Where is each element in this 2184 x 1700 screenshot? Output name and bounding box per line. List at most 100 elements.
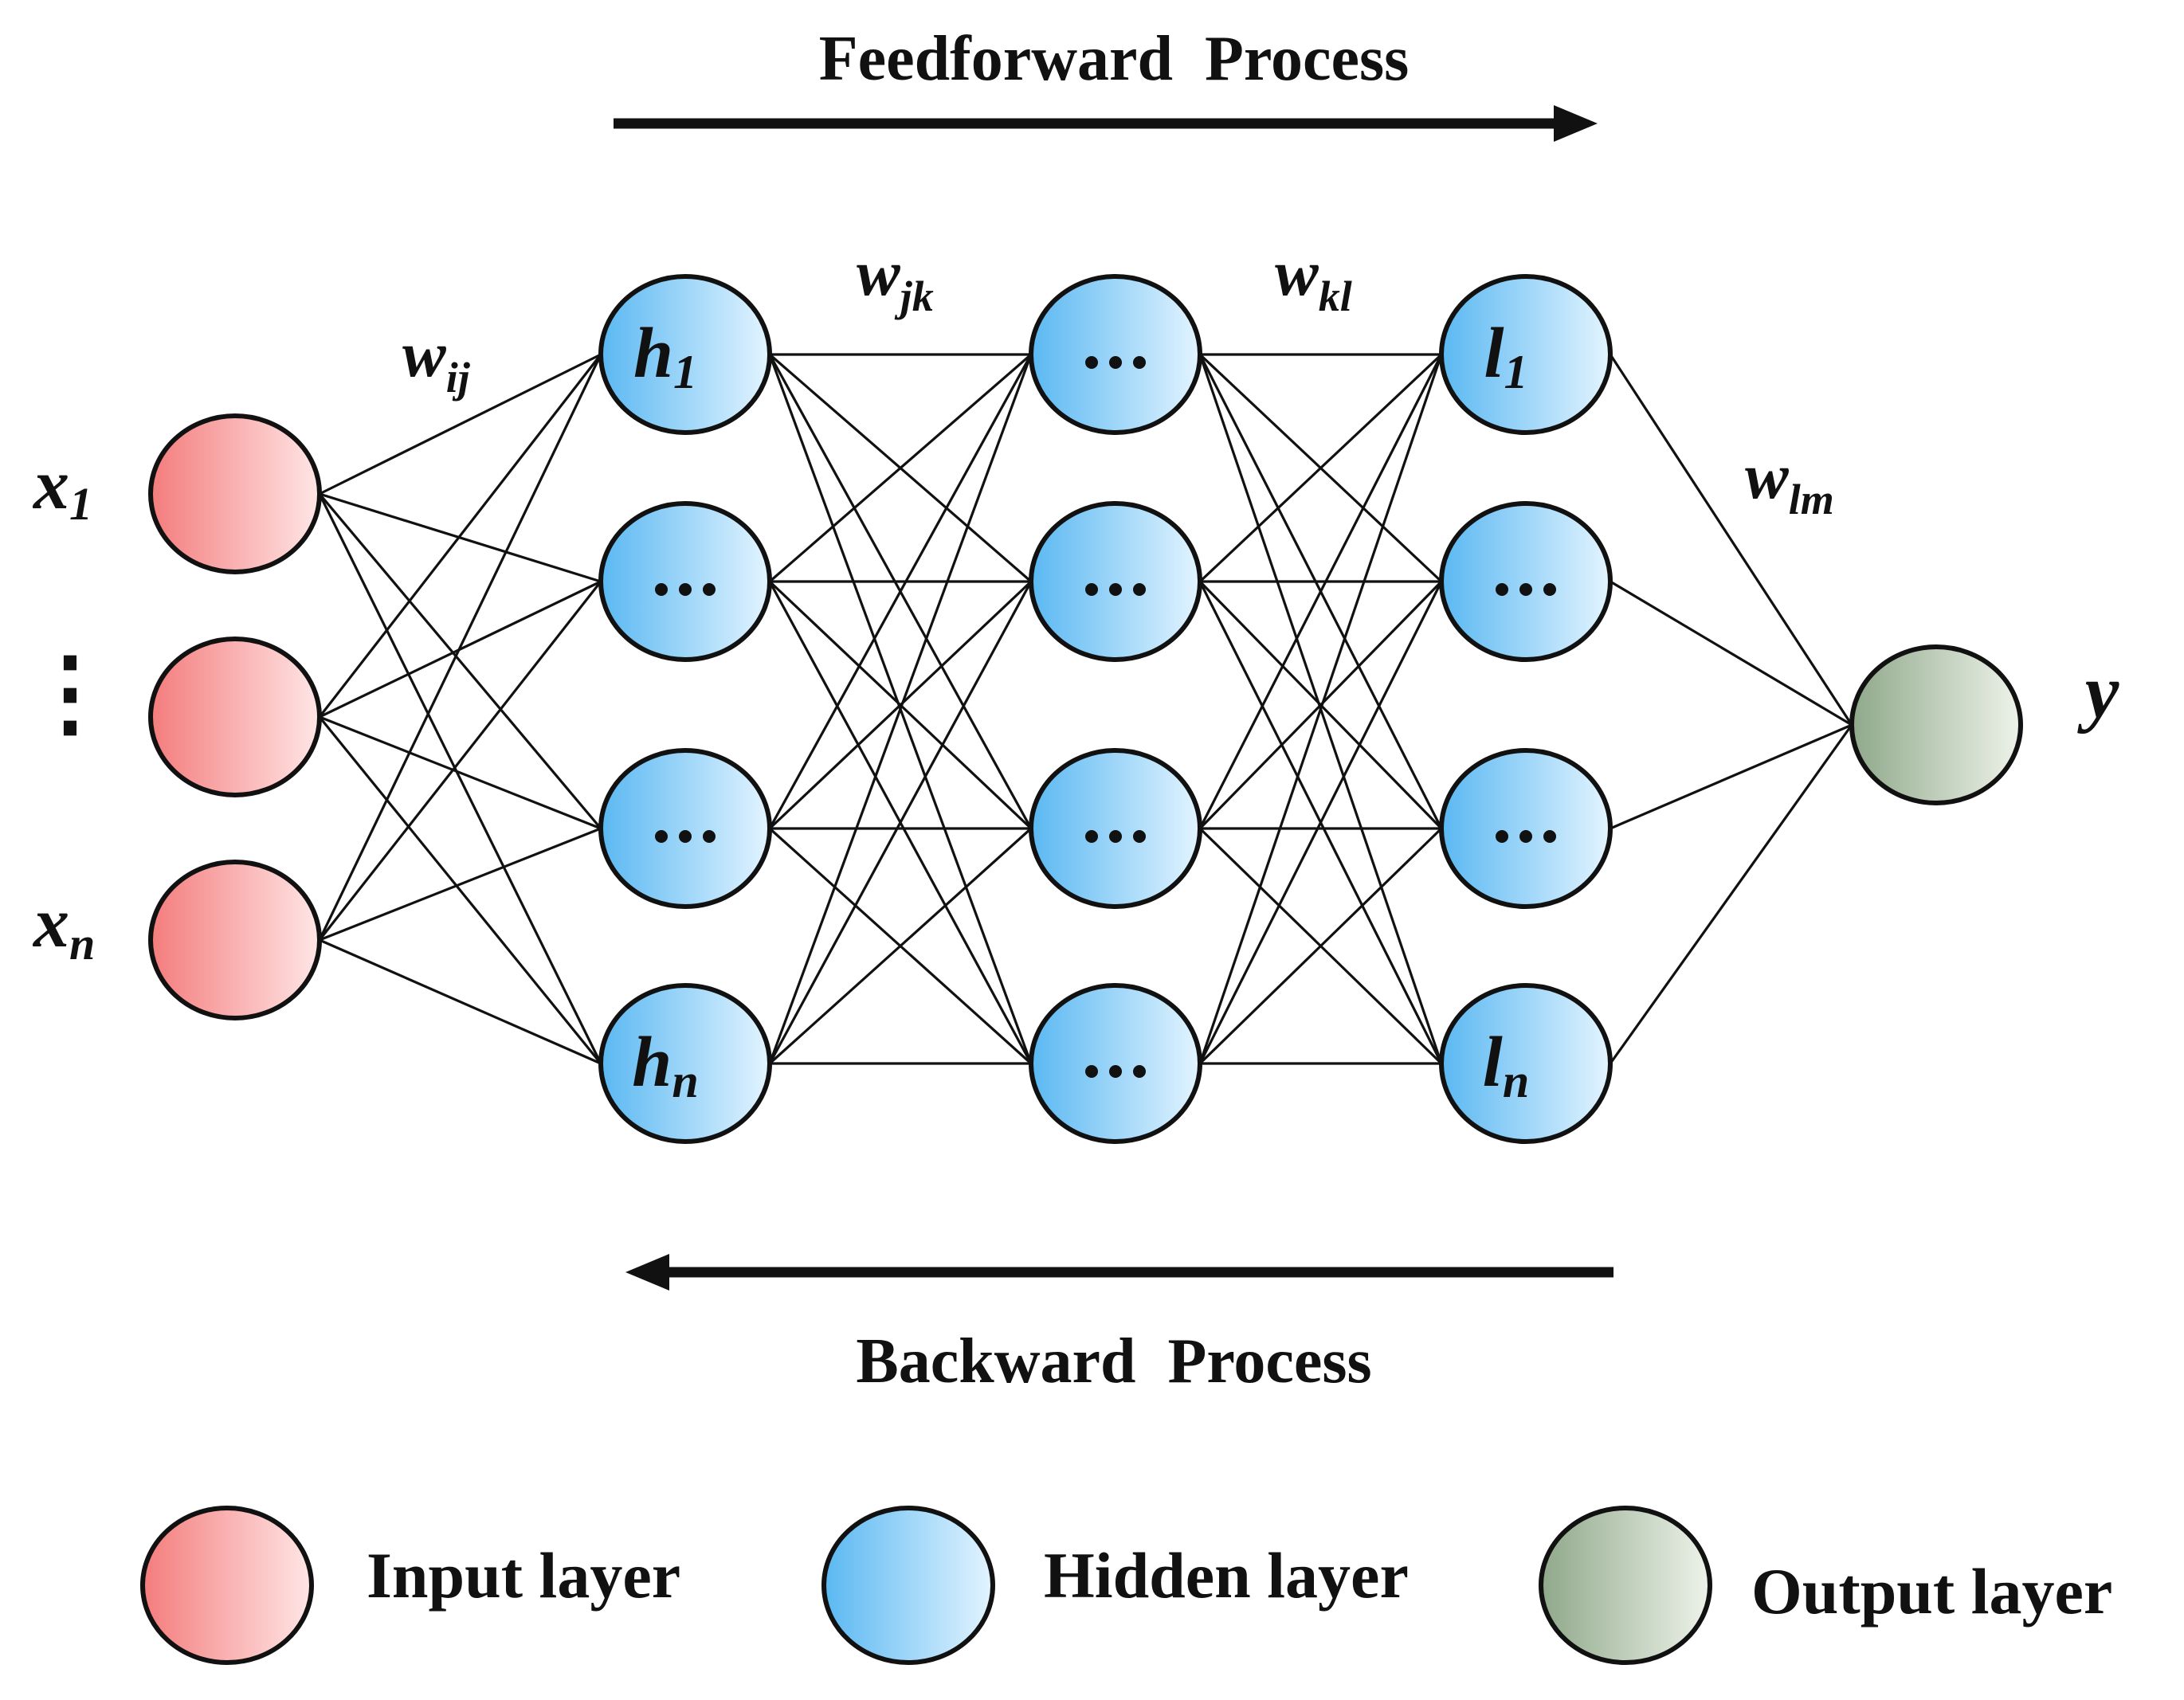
edge-input-0-to-hidden1-3 <box>318 493 602 1064</box>
hidden2-node-0 <box>1029 274 1202 435</box>
edge-input-2-to-hidden1-1 <box>318 581 602 941</box>
hidden1-node-1-ellipsis-dot-2 <box>703 583 716 596</box>
input-node-1 <box>148 637 322 797</box>
edge-hidden3-1-to-output-0 <box>1610 580 1853 727</box>
hidden1-node-1-ellipsis-dot-1 <box>679 583 692 596</box>
hidden3-node-1-ellipsis-dot-2 <box>1543 583 1556 596</box>
hidden3-node-1-ellipsis-dot-0 <box>1496 583 1508 596</box>
hidden2-node-1-ellipsis-dot-1 <box>1109 583 1122 596</box>
hidden2-node-2-ellipsis-dot-0 <box>1085 830 1098 843</box>
input-label-last-sub: n <box>69 918 95 969</box>
input-label-first-base: x <box>32 445 69 524</box>
hidden1-node-3-label-sub: n <box>672 1055 698 1107</box>
edge-input-2-to-hidden1-0 <box>318 354 602 941</box>
edge-hidden2-2-to-hidden3-0 <box>1198 354 1443 829</box>
hidden2-node-0-ellipsis-dot-0 <box>1085 356 1098 369</box>
edge-input-2-to-hidden1-2 <box>319 827 602 942</box>
input-label-last: xn <box>32 883 95 969</box>
input-vdots: ⋮ <box>22 640 118 746</box>
hidden2-node-1-ellipsis-dot-2 <box>1133 583 1146 596</box>
input-node-2 <box>148 860 322 1020</box>
hidden3-node-2-ellipsis-dot-2 <box>1543 830 1556 843</box>
hidden2-node-3 <box>1029 983 1202 1144</box>
legend-hidden-swatch <box>821 1506 995 1665</box>
legend-output-swatch <box>1539 1506 1712 1665</box>
feedforward-arrowhead <box>1554 105 1598 142</box>
legend: Input layer Hidden layer Output layer <box>140 1506 2112 1665</box>
edge-hidden2-3-to-hidden3-2 <box>1198 827 1443 1065</box>
feedforward-label: Feedforward Process <box>819 24 1410 94</box>
hidden1-node-3-label-base: h <box>632 1023 672 1102</box>
hidden1-node-0-label: h1 <box>633 314 697 398</box>
hidden3-node-1-ellipsis-dot-1 <box>1519 583 1532 596</box>
hidden3-node-3-label-sub: n <box>1503 1055 1529 1107</box>
weight-label-ij: wij <box>402 318 471 401</box>
edge-hidden1-3-to-hidden2-0 <box>768 354 1033 1064</box>
hidden2-node-1-ellipsis-dot-0 <box>1085 583 1098 596</box>
edge-hidden1-1-to-hidden2-0 <box>768 353 1033 583</box>
hidden1-node-3 <box>598 983 772 1144</box>
hidden3-node-0-label: l1 <box>1484 314 1527 398</box>
weight-lm-sub: lm <box>1789 476 1834 523</box>
hidden1-node-2-ellipsis-dot-0 <box>655 830 668 843</box>
hidden1-node-2-ellipsis-dot-2 <box>703 830 716 843</box>
input-label-first-sub: 1 <box>69 478 92 530</box>
edge-input-0-to-hidden1-0 <box>319 353 602 496</box>
hidden1-node-0-label-base: h <box>633 314 673 393</box>
weight-kl-base: w <box>1275 237 1319 309</box>
hidden1-node-1-ellipsis-dot-0 <box>655 583 668 596</box>
hidden3-node-3-label-base: l <box>1483 1023 1503 1102</box>
hidden2-node-2-ellipsis-dot-1 <box>1109 830 1122 843</box>
hidden2-node-0-ellipsis-dot-1 <box>1109 356 1122 369</box>
hidden3-node-0-label-base: l <box>1484 314 1504 393</box>
edge-hidden2-3-to-hidden3-1 <box>1198 581 1443 1064</box>
edge-hidden2-1-to-hidden3-0 <box>1198 353 1443 583</box>
weight-lm-base: w <box>1745 440 1789 512</box>
hidden3-node-1 <box>1439 501 1613 662</box>
hidden1-node-2 <box>598 748 772 909</box>
hidden2-node-3-ellipsis-dot-2 <box>1133 1065 1146 1078</box>
hidden2-node-3-ellipsis-dot-1 <box>1109 1065 1122 1078</box>
legend-output-label: Output layer <box>1751 1555 2112 1628</box>
edge-input-1-to-hidden1-2 <box>319 715 602 830</box>
weight-ij-sub: ij <box>446 354 471 401</box>
edge-input-1-to-hidden1-3 <box>318 715 602 1065</box>
hidden1-node-1 <box>598 501 772 662</box>
hidden1-node-2-ellipsis-dot-1 <box>679 830 692 843</box>
backward-label: Backward Process <box>856 1326 1371 1396</box>
input-label-last-base: x <box>32 883 69 962</box>
input-label-first: x1 <box>32 445 92 530</box>
edge-hidden1-2-to-hidden2-0 <box>768 354 1033 829</box>
input-node-0 <box>148 413 322 574</box>
hidden3-node-0-label-sub: 1 <box>1504 346 1528 398</box>
hidden2-node-0-ellipsis-dot-2 <box>1133 356 1146 369</box>
edge-hidden1-3-to-hidden2-2 <box>768 827 1033 1065</box>
edge-hidden3-3-to-output-0 <box>1609 724 1853 1064</box>
edge-hidden1-2-to-hidden2-1 <box>768 580 1033 830</box>
edge-input-1-to-hidden1-0 <box>318 354 602 718</box>
hidden3-node-3-label: ln <box>1483 1023 1529 1107</box>
edge-input-0-to-hidden1-2 <box>318 492 602 830</box>
weight-jk-sub: jk <box>894 272 934 320</box>
weight-ij-base: w <box>402 318 446 390</box>
weight-kl-sub: kl <box>1319 272 1352 320</box>
hidden1-node-3-label: hn <box>632 1023 698 1107</box>
hidden3-node-2-ellipsis-dot-0 <box>1496 830 1508 843</box>
hidden2-node-2-ellipsis-dot-2 <box>1133 830 1146 843</box>
backward-arrowhead <box>625 1254 669 1291</box>
edge-hidden2-3-to-hidden3-0 <box>1198 354 1443 1064</box>
hidden2-node-2 <box>1029 748 1202 909</box>
hidden3-node-0 <box>1439 274 1613 435</box>
weight-jk-base: w <box>857 237 900 309</box>
edge-hidden3-0-to-output-0 <box>1609 354 1853 726</box>
hidden3-node-3 <box>1439 983 1613 1144</box>
edge-input-2-to-hidden1-3 <box>319 938 602 1065</box>
edge-hidden2-2-to-hidden3-1 <box>1198 580 1443 830</box>
output-label: y <box>2077 648 2119 734</box>
hidden3-node-2 <box>1439 748 1613 909</box>
hidden2-node-1 <box>1029 501 1202 662</box>
edge-hidden3-2-to-output-0 <box>1610 723 1853 830</box>
hidden2-node-3-ellipsis-dot-0 <box>1085 1065 1098 1078</box>
weight-label-kl: wkl <box>1275 237 1352 320</box>
